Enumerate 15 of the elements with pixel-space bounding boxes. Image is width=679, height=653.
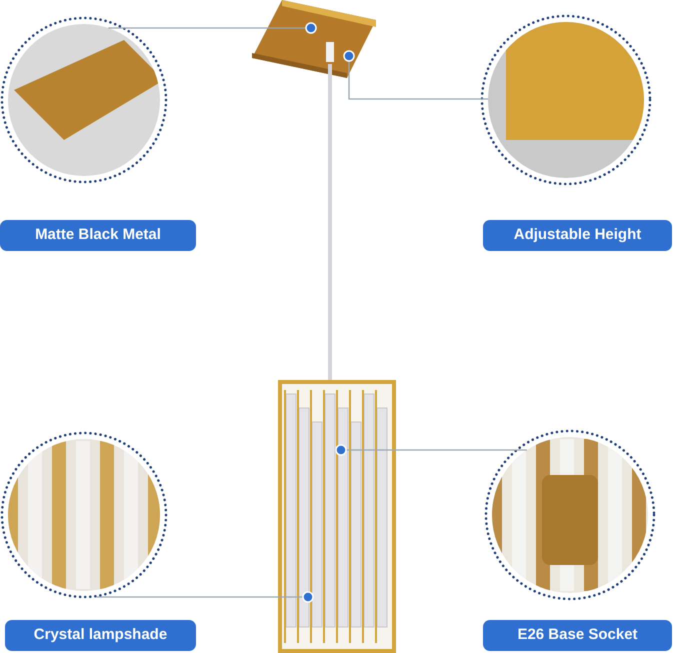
detail-photo xyxy=(0,431,168,599)
feature-label: Crystal lampshade xyxy=(5,620,196,651)
ceiling-canopy-drawing xyxy=(252,0,376,78)
detail-photo xyxy=(480,14,652,186)
feature-label: Adjustable Height xyxy=(483,220,672,251)
pendant-cord xyxy=(328,64,332,380)
detail-photo xyxy=(0,16,168,184)
feature-label: Matte Black Metal xyxy=(0,220,196,251)
leader-line xyxy=(96,591,314,603)
feature-label: E26 Base Socket xyxy=(483,620,672,651)
detail-photo xyxy=(484,429,656,601)
leader-line xyxy=(343,50,488,100)
leader-line xyxy=(335,444,527,456)
crystal-pendant-drawing xyxy=(278,380,396,653)
leader-line xyxy=(108,22,317,34)
